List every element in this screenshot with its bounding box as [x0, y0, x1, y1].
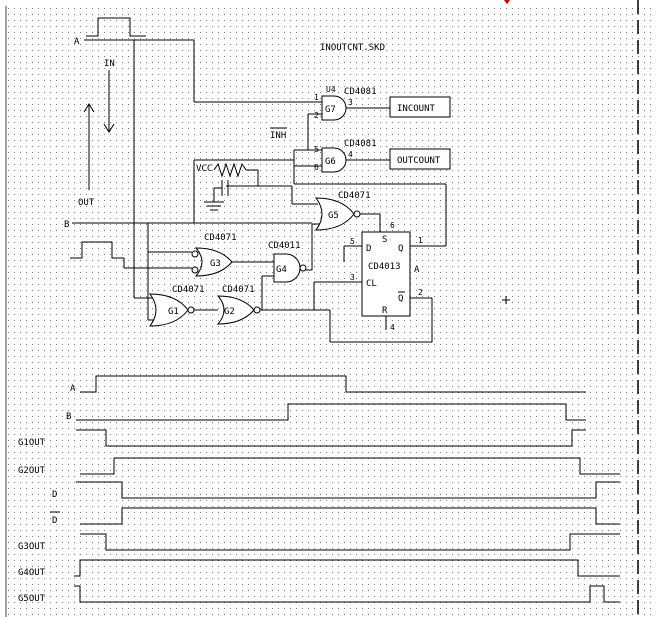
- gate-g3: [194, 247, 233, 277]
- page-title: INOUTCNT.SKD: [320, 43, 385, 53]
- ff-pin4: 4: [390, 323, 395, 332]
- out-arrowhead-icon: [83, 103, 95, 113]
- g1-part: CD4071: [172, 285, 205, 295]
- waveform-8: [74, 585, 620, 603]
- incount-label: INCOUNT: [397, 104, 436, 114]
- timing-label-0: A: [70, 384, 76, 394]
- incount-box: [389, 96, 451, 118]
- ff-d-label: D: [366, 244, 371, 254]
- ff-qbar-label: Q: [398, 294, 403, 304]
- waveform-1: [76, 403, 586, 421]
- inh-label: INH: [270, 131, 286, 141]
- timing-label-2: G1OUT: [18, 438, 46, 448]
- a-pulse: [86, 17, 146, 37]
- gate-g1: [149, 293, 189, 327]
- g7-unit: U4: [326, 85, 336, 94]
- waveform-0: [80, 375, 586, 393]
- g4-part: CD4011: [268, 241, 301, 251]
- g3-name: G3: [210, 259, 221, 269]
- vcc-label: VCC: [196, 164, 212, 174]
- timing-label-5: D: [52, 516, 57, 526]
- g7-pin3: 3: [348, 98, 353, 107]
- g4-bubble: [299, 264, 307, 272]
- gate-g2: [216, 295, 255, 325]
- ff-pin1: 1: [418, 236, 423, 245]
- g5-part: CD4071: [338, 191, 371, 201]
- timing-diagram: A B G1OUT G2OUT D D G3OUT G4OUT G5OUT: [18, 375, 620, 604]
- g4-name: G4: [276, 265, 287, 275]
- cursor-marker-icon: [504, 0, 510, 4]
- out-label: OUT: [78, 198, 95, 208]
- g2-part: CD4071: [222, 285, 255, 295]
- ff-pin6: 6: [390, 221, 395, 230]
- ff-r-label: R: [382, 306, 388, 316]
- waveform-7: [74, 559, 620, 577]
- g6-name: G6: [325, 157, 336, 167]
- gate-g7: [321, 95, 347, 121]
- g3-in1-bubble: [191, 250, 199, 258]
- g2-bubble: [253, 306, 261, 314]
- g7-pin2: 2: [314, 111, 319, 120]
- g6-pin6: 6: [314, 163, 319, 172]
- g7-pin1: 1: [314, 93, 319, 102]
- outcount-label: OUTCOUNT: [397, 156, 441, 166]
- waveform-6: [80, 533, 620, 551]
- g6-pin4: 4: [348, 150, 353, 159]
- ff-cl-label: CL: [366, 279, 377, 289]
- g6-part: CD4081: [344, 139, 377, 149]
- timing-label-8: G5OUT: [18, 594, 46, 604]
- input-b-label: B: [64, 220, 69, 230]
- flipflop-cd4013: [361, 231, 411, 317]
- ff-pin2: 2: [418, 288, 423, 297]
- g5-bubble: [353, 210, 361, 218]
- waveform-4: [76, 481, 620, 499]
- resistor-icon: [213, 162, 247, 178]
- g6-pin5: 5: [314, 145, 319, 154]
- ff-pin3: 3: [350, 273, 355, 282]
- g3-part: CD4071: [204, 233, 237, 243]
- g5-name: G5: [328, 211, 339, 221]
- timing-label-6: G3OUT: [18, 542, 46, 552]
- timing-label-4: D: [52, 490, 57, 500]
- b-pulse: [70, 241, 124, 259]
- ff-q-label: Q: [398, 244, 403, 254]
- timing-label-1: B: [66, 412, 71, 422]
- waveform-2: [76, 429, 586, 447]
- outcount-box: [389, 148, 451, 170]
- timing-label-3: G2OUT: [18, 466, 46, 476]
- g2-name: G2: [224, 307, 235, 317]
- waveform-3: [80, 457, 620, 475]
- gate-g6: [321, 147, 347, 173]
- waveform-5: [80, 507, 620, 525]
- ff-side-label: A: [414, 265, 420, 275]
- input-a-label: A: [74, 37, 80, 47]
- ff-s-label: S: [382, 235, 387, 245]
- ff-part: CD4013: [368, 262, 401, 272]
- g3-in2-bubble: [191, 266, 199, 274]
- gate-g5: [315, 197, 355, 231]
- in-arrowhead-icon: [103, 123, 115, 133]
- timing-label-7: G4OUT: [18, 568, 46, 578]
- g7-name: G7: [325, 105, 336, 115]
- g1-name: G1: [168, 307, 179, 317]
- g1-bubble: [187, 306, 195, 314]
- g7-part: CD4081: [344, 87, 377, 97]
- in-label: IN: [104, 59, 115, 69]
- ff-pin5: 5: [350, 237, 355, 246]
